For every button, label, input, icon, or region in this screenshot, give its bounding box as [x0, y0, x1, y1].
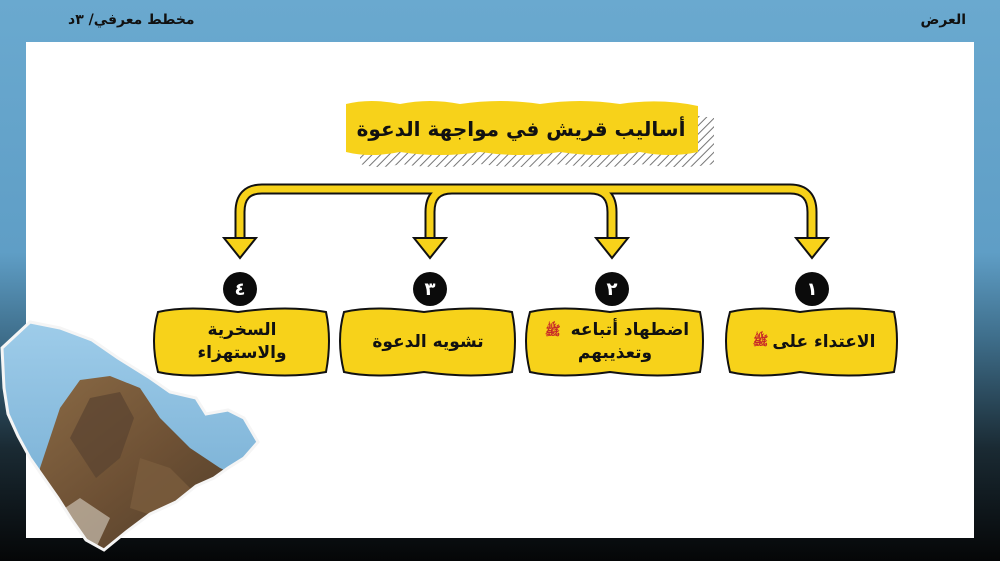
number-badge-1: ١ — [795, 272, 829, 306]
item-1-label: الاعتداء على — [772, 331, 876, 352]
pbuh-symbol: ﷺ — [752, 334, 769, 350]
item-text-4: السخرية والاستهزاء — [160, 310, 324, 374]
item-text-3: تشويه الدعوة — [346, 312, 510, 372]
diagram-title: أساليب قريش في مواجهة الدعوة — [356, 117, 686, 141]
number-badge-4: ٤ — [223, 272, 257, 306]
item-2-label-line2: وتعذيبهم — [577, 343, 653, 363]
item-2-label-line1: اضطهاد أتباعه — [570, 320, 690, 341]
item-4-label-line1: السخرية — [207, 320, 277, 341]
slide-code-label: مخطط معرفي/ ٣د — [68, 12, 195, 28]
item-3-label: تشويه الدعوة — [372, 331, 484, 352]
item-text-2: اضطهاد أتباعه ﷺ وتعذيبهم — [532, 310, 698, 374]
slide-section-label: العرض — [920, 12, 967, 28]
pbuh-symbol: ﷺ — [544, 324, 561, 340]
arabian-peninsula-map-image — [0, 320, 260, 552]
number-badge-2: ٢ — [595, 272, 629, 306]
item-text-1: الاعتداء على ﷺ — [732, 312, 892, 372]
item-4-label-line2: والاستهزاء — [197, 343, 287, 363]
number-badge-3: ٣ — [413, 272, 447, 306]
